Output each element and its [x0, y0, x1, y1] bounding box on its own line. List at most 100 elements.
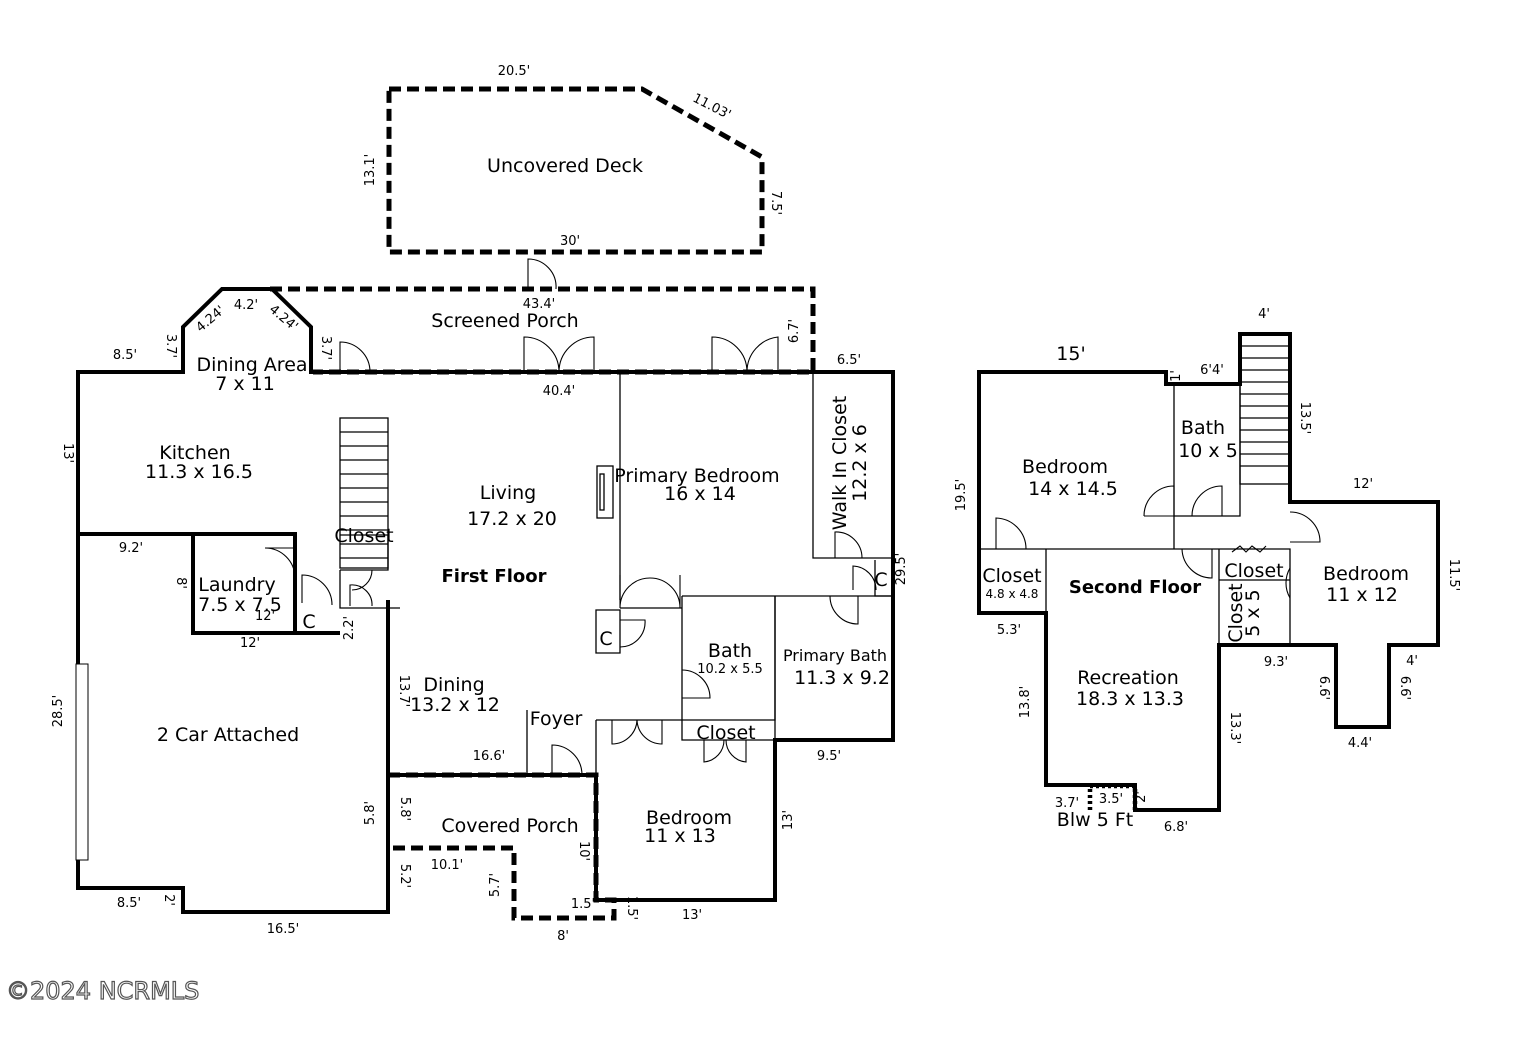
dim-label: 9.3' [1264, 655, 1288, 670]
dim-label: 6'4' [1200, 363, 1224, 378]
walk-in-closet-wall [812, 372, 893, 559]
dim-label: 8.5' [113, 348, 137, 363]
c-closet-walls [595, 609, 621, 654]
bedroom3-label: Bedroom [1323, 563, 1409, 585]
doors-second-floor [995, 485, 1321, 599]
second-floor-plan: Bedroom 14 x 14.5 Bath 10 x 5 Closet 4.8… [954, 307, 1461, 835]
dim-label: 6.8' [1164, 820, 1188, 835]
laundry-label: Laundry [198, 574, 275, 596]
bedroom1-label: Bedroom [646, 807, 732, 829]
dim-label: 1.5' [571, 897, 595, 912]
two-car-label: 2 Car Attached [157, 724, 299, 746]
dim-label: 20.5' [498, 64, 531, 79]
dim-label: 13' [781, 810, 796, 830]
dim-label: 13.1' [363, 154, 378, 187]
dim-label: 16.5' [267, 922, 300, 937]
covered-porch-outline [388, 772, 617, 921]
dim-label: 12' [240, 636, 260, 651]
uncovered-deck-label: Uncovered Deck [487, 155, 643, 177]
dining-area-label: Dining Area [196, 354, 307, 376]
doors [264, 258, 877, 776]
dim-label: 6.6' [1397, 676, 1412, 700]
fireplace [596, 465, 614, 519]
closet2-label: Closet [982, 565, 1041, 587]
dim-label: 43.4' [523, 297, 556, 312]
primary-bath-label: Primary Bath [783, 646, 887, 665]
below-5ft-area [1087, 783, 1138, 810]
dim-label: 6.5' [837, 353, 861, 368]
stairs [339, 417, 389, 569]
dim-label: 29.5' [894, 553, 909, 586]
dim-label: 2' [161, 894, 176, 906]
closet4-size: 5 x 5 [1242, 589, 1264, 637]
primary-bath-size: 11.3 x 9.2 [794, 667, 890, 689]
primary-bedroom-size: 16 x 14 [664, 483, 736, 505]
dim-label: 12' [255, 609, 275, 624]
first-floor-title: First Floor [441, 566, 546, 587]
bedroom3-size: 11 x 12 [1326, 584, 1398, 606]
screened-porch-label: Screened Porch [431, 310, 578, 332]
bedroom1-size: 11 x 13 [644, 825, 716, 847]
bath2-size: 10 x 5 [1178, 440, 1238, 462]
walk-in-closet-size: 12.2 x 6 [849, 424, 871, 502]
dim-label: 10.1' [431, 858, 464, 873]
dim-label: 2' [1134, 791, 1149, 803]
stairs-second-floor [1239, 333, 1291, 485]
bath2-label: Bath [1181, 417, 1225, 439]
dim-label: 9.2' [119, 541, 143, 556]
closet2-size: 4.8 x 4.8 [986, 587, 1039, 601]
dim-label: 7.5' [768, 191, 783, 215]
dim-label: 19.5' [954, 479, 969, 512]
laundry-c-label: C [302, 611, 315, 633]
dim-label: 30' [560, 234, 580, 249]
dim-label: 6.6' [1316, 676, 1331, 700]
dim-label: 5.8' [397, 797, 412, 821]
recreation-label: Recreation [1077, 667, 1179, 689]
dim-label: 13.5' [1297, 402, 1312, 435]
hall-closet [681, 720, 775, 741]
recreation-size: 18.3 x 13.3 [1076, 688, 1184, 710]
hall-walls [595, 719, 682, 775]
dim-label: 10' [576, 841, 591, 861]
dim-label: 5.8' [363, 801, 378, 825]
dim-label: 28.5' [51, 695, 66, 728]
dim-label: 40.4' [543, 384, 576, 399]
dining-label: Dining [423, 674, 484, 696]
dim-label: 8' [557, 929, 569, 944]
dim-label: 4.4' [1348, 736, 1372, 751]
covered-porch-label: Covered Porch [441, 815, 578, 837]
closet3-label: Closet [1224, 560, 1283, 582]
house-outer-wall [76, 287, 895, 914]
walk-in-closet-label: Walk In Closet [829, 396, 851, 530]
dim-label: 13' [682, 908, 702, 923]
dim-label: 5.3' [997, 623, 1021, 638]
living-size: 17.2 x 20 [467, 508, 557, 530]
dim-label: 11.5' [1446, 559, 1461, 592]
dim-label: 1' [1169, 370, 1184, 382]
dim-label: 13.7' [396, 675, 411, 708]
dim-label: 4' [1406, 654, 1418, 669]
hall-closet-label: Closet [696, 722, 755, 744]
dim-label: 9.5' [817, 749, 841, 764]
dim-label: 6.7' [787, 319, 802, 343]
closet4-label: Closet [1225, 583, 1247, 642]
dim-label: 3.5' [1099, 792, 1123, 807]
bedroom2-size: 14 x 14.5 [1028, 478, 1118, 500]
walk-in-c-label: C [874, 569, 887, 591]
bedroom2-label: Bedroom [1022, 456, 1108, 478]
dim-label: 5.7' [488, 873, 503, 897]
laundry-size: 7.5 x 7.5 [198, 594, 282, 616]
dim-label: 5.2' [397, 864, 412, 888]
dim-label: 8.5' [117, 896, 141, 911]
foyer-label: Foyer [530, 708, 583, 730]
primary-bedroom-label: Primary Bedroom [614, 465, 779, 487]
closet-stair-side [339, 570, 400, 609]
dim-label: 3.7' [1055, 796, 1079, 811]
dim-label: 13' [60, 443, 75, 463]
garage-door [75, 663, 89, 861]
dim-label: 13.8' [1018, 686, 1033, 719]
dim-label: 4' [1258, 307, 1270, 322]
dim-label: 3.7' [163, 334, 178, 358]
dim-label: 15' [1056, 343, 1085, 365]
dim-label: 3.7' [318, 336, 333, 360]
